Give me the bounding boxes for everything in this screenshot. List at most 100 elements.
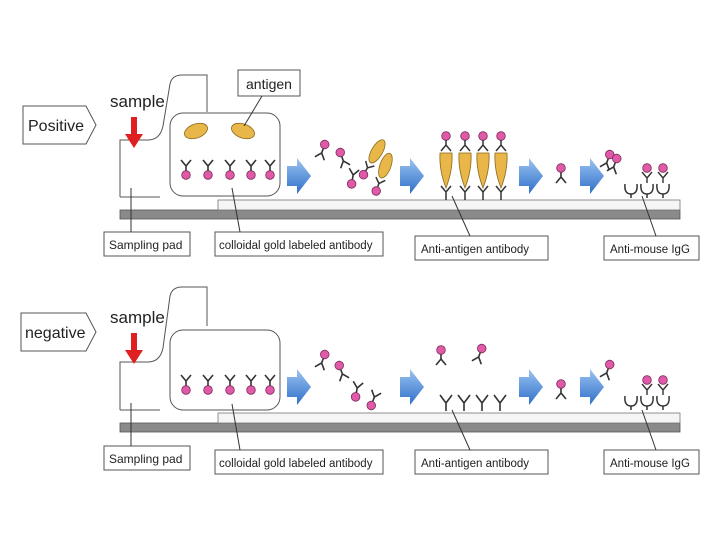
anti-mouse-igg bbox=[624, 183, 638, 195]
antibody-arms bbox=[314, 147, 326, 161]
captured-sandwich bbox=[476, 131, 490, 200]
gold-labeled-antibody bbox=[435, 345, 447, 366]
control-line bbox=[606, 153, 670, 198]
gold-particle bbox=[436, 345, 446, 355]
gold-particle bbox=[181, 385, 191, 395]
gold-particle bbox=[181, 170, 191, 180]
gold-antibody-row bbox=[180, 374, 276, 395]
anti-mouse-igg bbox=[640, 183, 654, 195]
test-line-box bbox=[414, 449, 549, 475]
antibody-arms bbox=[245, 374, 257, 386]
gold-particle bbox=[246, 385, 256, 395]
gold-antibody-row bbox=[180, 159, 276, 180]
gold-labeled-antibody bbox=[346, 167, 360, 189]
negative-panel: negative sample Sampling pad colloidal g… bbox=[20, 286, 700, 475]
condition-label: Positive bbox=[28, 118, 84, 135]
gold-particle bbox=[605, 359, 615, 370]
test-line bbox=[435, 343, 507, 411]
conjugate-pointer bbox=[231, 403, 241, 451]
gold-particle bbox=[496, 131, 506, 141]
gold-particle bbox=[246, 170, 256, 180]
antibody-arms bbox=[477, 140, 489, 152]
gold-labeled-antibody bbox=[555, 379, 567, 400]
control-line-pointer bbox=[641, 409, 657, 451]
gold-labeled-antibody bbox=[245, 159, 257, 180]
gold-particle bbox=[203, 170, 213, 180]
gold-labeled-antibody bbox=[224, 159, 236, 180]
gold-particle bbox=[441, 131, 451, 141]
gold-labeled-antibody bbox=[224, 374, 236, 395]
capture-antibody bbox=[493, 394, 507, 411]
bound-gold-antibody bbox=[657, 383, 669, 395]
anti-mouse-igg bbox=[640, 395, 654, 407]
antigen-particle bbox=[368, 139, 386, 164]
antigen-pointer bbox=[243, 95, 263, 127]
antibody-arms bbox=[338, 368, 350, 382]
conjugate-pointer bbox=[231, 187, 241, 233]
gold-labeled-antibody bbox=[245, 374, 257, 395]
condition-label: negative bbox=[25, 325, 86, 342]
condition-badge bbox=[22, 105, 97, 145]
capture-antibody bbox=[457, 394, 471, 411]
flow-arrow bbox=[287, 158, 311, 194]
gold-labeled-antibody bbox=[314, 139, 330, 161]
gold-particle bbox=[335, 147, 345, 158]
sampling-pad-box bbox=[103, 445, 191, 471]
gold-particle bbox=[203, 385, 213, 395]
antibody-arms bbox=[495, 140, 507, 152]
gold-particle bbox=[556, 163, 566, 173]
test-line-label: Anti-antigen antibody bbox=[421, 244, 529, 256]
gold-particle bbox=[350, 392, 361, 402]
flow-arrow bbox=[519, 158, 543, 194]
antigen-particle bbox=[476, 152, 490, 190]
conjugate-box bbox=[214, 449, 384, 475]
conjugate-pad bbox=[169, 329, 281, 411]
test-line-pointer bbox=[451, 409, 471, 451]
antigen-particle bbox=[184, 122, 208, 140]
gold-particle bbox=[478, 131, 488, 141]
sampling-pad-label: Sampling pad bbox=[109, 452, 182, 466]
antibody-arms bbox=[599, 367, 611, 381]
flow-arrow bbox=[519, 369, 543, 405]
gold-particle bbox=[265, 170, 275, 180]
gold-particle bbox=[265, 385, 275, 395]
gold-particle bbox=[225, 385, 235, 395]
antibody-arms bbox=[264, 374, 276, 386]
gold-particle bbox=[556, 379, 566, 389]
sampling-pad-box bbox=[103, 231, 191, 257]
test-line-label: Anti-antigen antibody bbox=[421, 458, 529, 470]
gold-particle bbox=[477, 343, 487, 354]
capture-antibody bbox=[475, 394, 489, 411]
antibody-arms bbox=[352, 380, 364, 394]
bound-gold-antibody bbox=[641, 171, 653, 183]
gold-particle bbox=[371, 186, 381, 196]
gold-labeled-antibody bbox=[202, 374, 214, 395]
gold-particle bbox=[658, 375, 668, 385]
membrane bbox=[217, 412, 681, 424]
antibody-arms bbox=[599, 157, 611, 171]
bound-gold-antibody bbox=[657, 171, 669, 183]
sampling-pad bbox=[119, 74, 208, 197]
captured-sandwich bbox=[458, 131, 472, 200]
flow-arrow bbox=[580, 158, 604, 194]
control-line-pointer bbox=[641, 195, 657, 237]
condition-badge bbox=[20, 312, 97, 352]
antibody-arms bbox=[180, 159, 192, 171]
antibody-arms bbox=[224, 374, 236, 386]
gold-labeled-antibody bbox=[264, 159, 276, 180]
antibody-arms bbox=[339, 155, 351, 169]
sampling-pad-label: Sampling pad bbox=[109, 238, 182, 252]
gold-labeled-antibody bbox=[335, 147, 351, 169]
flow-arrow bbox=[580, 369, 604, 405]
positive-panel: Positive sample antigen Samp bbox=[22, 69, 700, 261]
antibody-arms bbox=[370, 389, 382, 403]
antibody-arms bbox=[224, 159, 236, 171]
sample-arrow bbox=[125, 117, 143, 148]
gold-particle bbox=[346, 179, 357, 189]
gold-labeled-antibody bbox=[606, 153, 622, 175]
capture-antibody bbox=[439, 394, 453, 411]
sample-arrow bbox=[125, 333, 143, 364]
antigen-particle bbox=[378, 152, 393, 179]
test-line-pointer bbox=[451, 195, 471, 237]
gold-particle bbox=[320, 349, 330, 360]
